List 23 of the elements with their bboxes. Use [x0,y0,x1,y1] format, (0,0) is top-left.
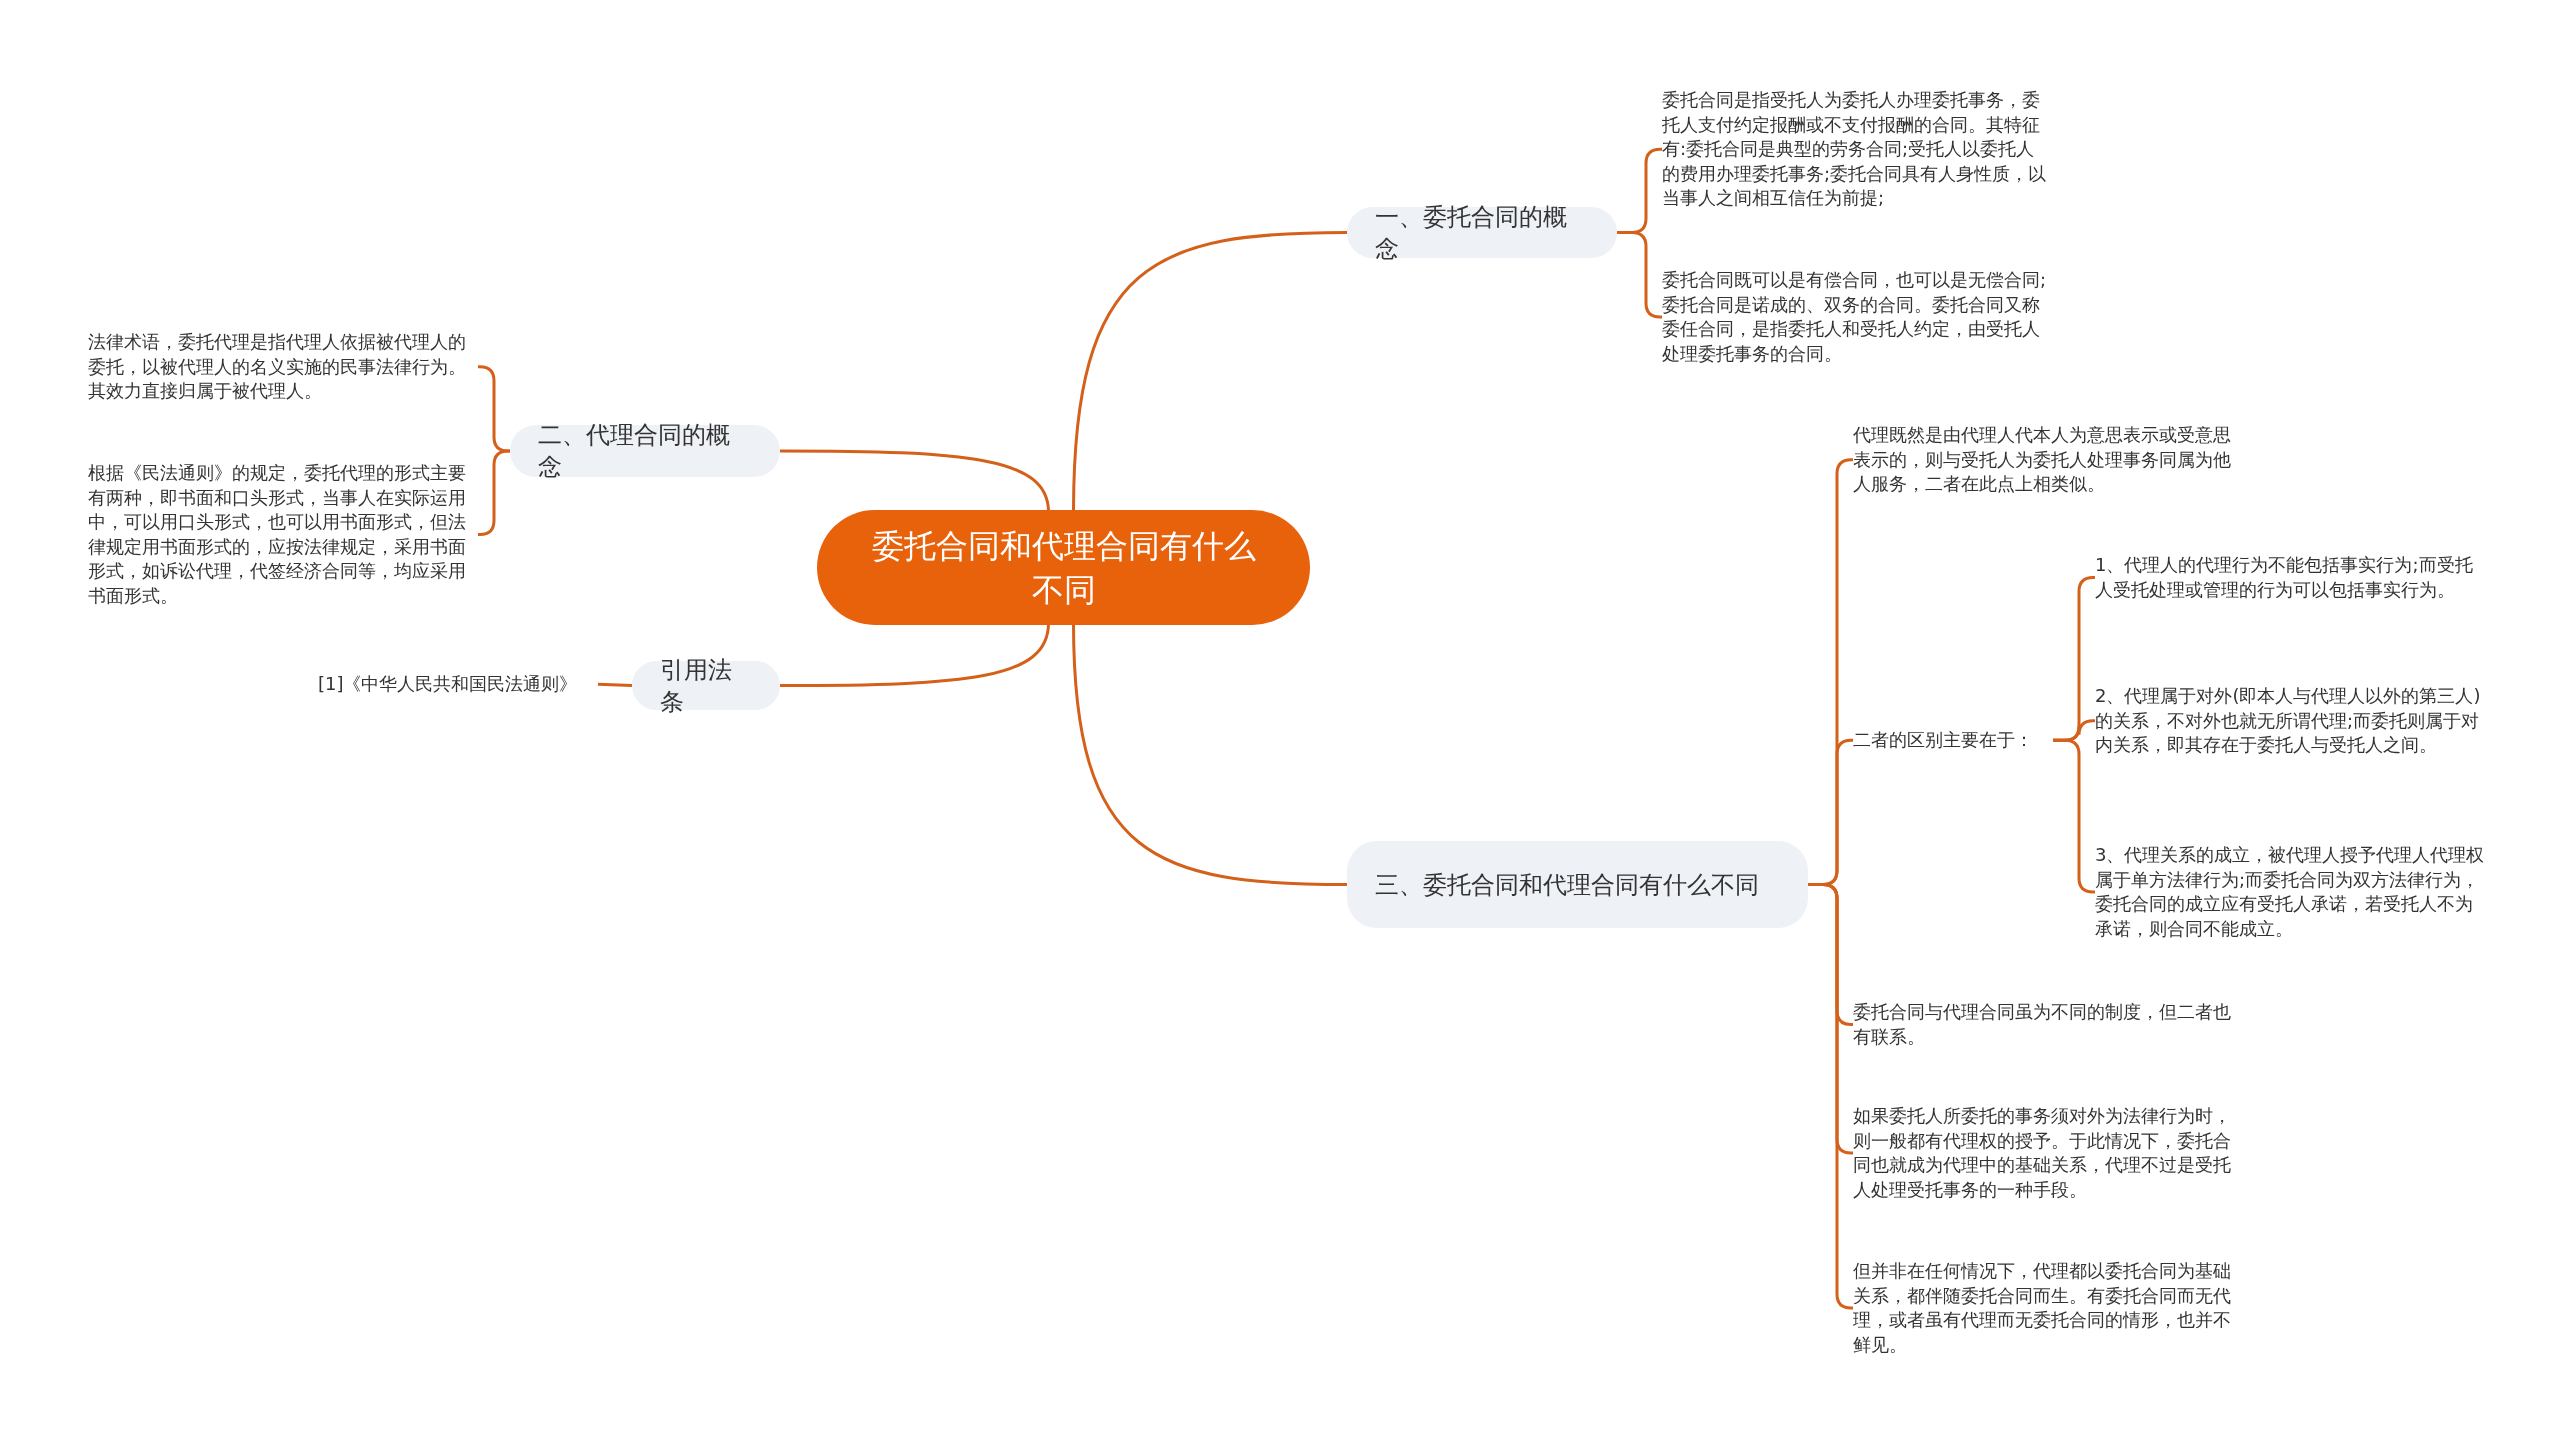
note-text: 1、代理人的代理行为不能包括事实行为;而受托人受托处理或管理的行为可以包括事实行为。 [2095,553,2485,602]
note-text: 代理既然是由代理人代本人为意思表示或受意思表示的，则与受托人为委托人处理事务同属为他人服务，二者在此点上相类似。 [1853,423,2243,497]
connector-line [1072,231,1348,513]
note-text: 委托合同是指受托人为委托人办理委托事务，委托人支付约定报酬或不支付报酬的合同。其特征有:委托合同是典型的劳务合同;受托人以委托人的费用办理委托事务;委托合同具有人身性质，以当事人之间相互信任为前提; [1662,88,2052,211]
note-text: 如果委托人所委托的事务须对外为法律行为时，则一般都有代理权的授予。于此情况下，委托合同也就成为代理中的基础关系，代理不过是受托人处理受托事务的一种手段。 [1853,1104,2243,1202]
note-text: 3、代理关系的成立，被代理人授予代理人代理权属于单方法律行为;而委托合同为双方法律行为，委托合同的成立应有受托人承诺，若受托人不为承诺，则合同不能成立。 [2095,843,2485,941]
connector-line [1072,622,1348,886]
note-text: 委托合同与代理合同虽为不同的制度，但二者也有联系。 [1853,1000,2243,1049]
connector-line [1808,883,1854,1310]
branch-box: 二、代理合同的概念 [510,425,780,477]
note-text: 法律术语，委托代理是指代理人依据被代理人的委托，以被代理人的名义实施的民事法律行为。其效力直接归属于被代理人。 [88,330,478,404]
branch-box: 三、委托合同和代理合同有什么不同 [1347,841,1808,928]
connector-line [780,449,1050,513]
branch-box: 一、委托合同的概念 [1347,207,1617,258]
note-text: 根据《民法通则》的规定，委托代理的形式主要有两种，即书面和口头形式，当事人在实际运用中，可以用口头形式，也可以用书面形式，但法律规定用书面形式的，应按法律规定，采用书面形式，如诉讼代理，代签经济合同等，均应采用书面形式。 [88,461,478,608]
note-text: 二者的区别主要在于： [1853,728,2053,753]
topic-box: 委托合同和代理合同有什么不同 [817,510,1310,625]
connector-line [780,622,1050,687]
note-text: 2、代理属于对外(即本人与代理人以外的第三人)的关系，不对外也就无所谓代理;而委托则属于对内关系，即其存在于委托人与受托人之间。 [2095,684,2485,758]
note-text: 委托合同既可以是有偿合同，也可以是无偿合同;委托合同是诺成的、双务的合同。委托合同又称委任合同，是指委托人和受托人约定，由受托人处理委托事务的合同。 [1662,268,2052,366]
note-text: [1]《中华人民共和国民法通则》 [318,672,598,697]
note-text: 但并非在任何情况下，代理都以委托合同为基础关系，都伴随委托合同而生。有委托合同而无代理，或者虽有代理而无委托合同的情形，也并不鲜见。 [1853,1259,2243,1357]
connector-line [597,682,633,687]
